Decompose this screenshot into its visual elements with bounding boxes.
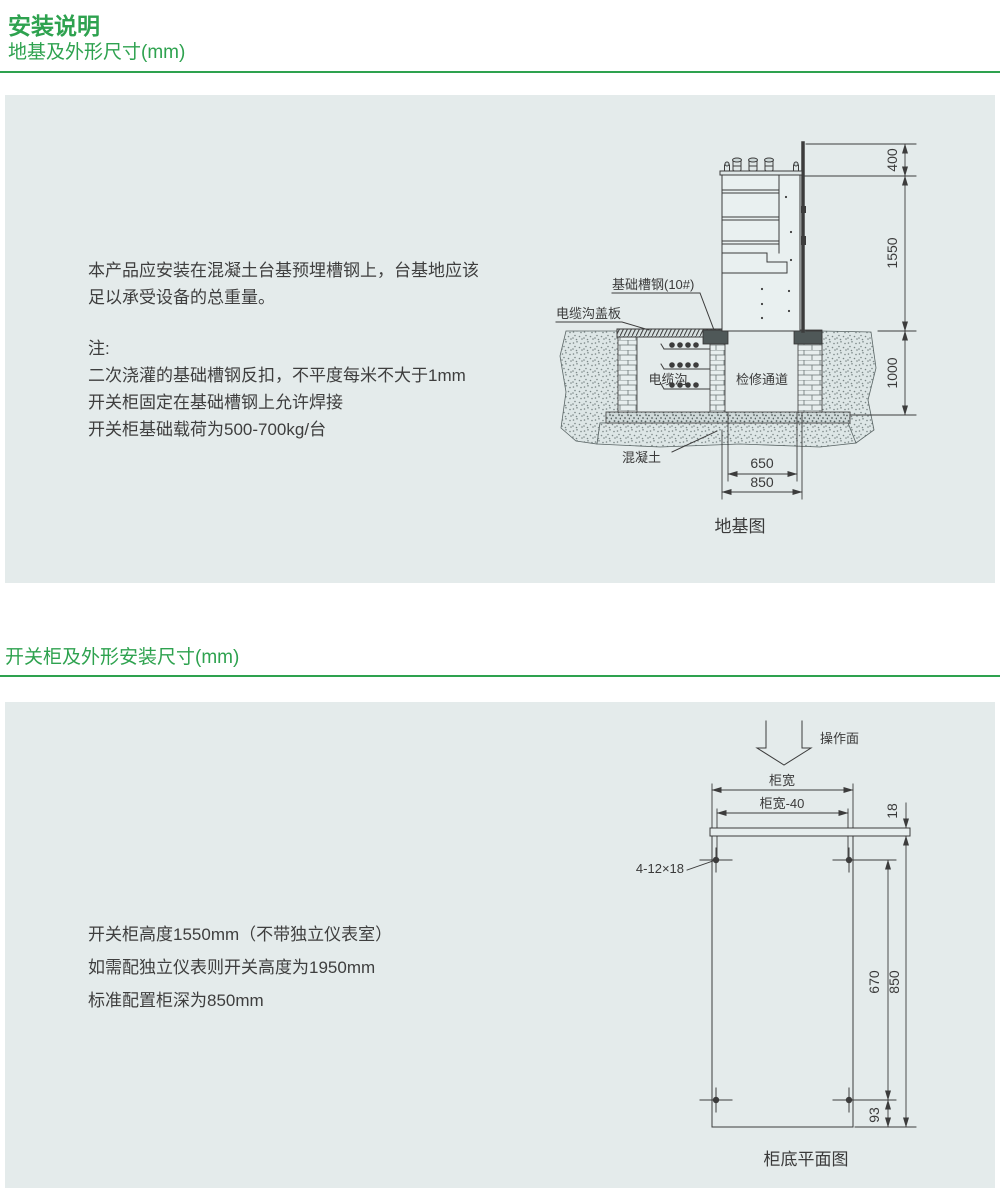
channel-steel-leader	[611, 292, 715, 331]
bushing-insulators	[724, 157, 799, 172]
dim-1550: 1550	[884, 237, 900, 268]
holes-leader	[686, 860, 714, 871]
operating-face-arrow	[755, 720, 813, 766]
concrete-leader	[671, 430, 718, 453]
plan-text-block: 开关柜高度1550mm（不带独立仪表室） 如需配独立仪表则开关高度为1950mm…	[88, 918, 392, 1017]
page-title: 安装说明	[8, 13, 100, 39]
foundation-text-block: 本产品应安装在混凝土台基预埋槽钢上，台基地应该 足以承受设备的总重量。 注: 二…	[88, 257, 479, 443]
section1-subtitle: 地基及外形尺寸(mm)	[8, 42, 186, 63]
label-holes: 4-12×18	[636, 861, 684, 876]
dim-400: 400	[884, 148, 900, 172]
label-cover-plate: 电缆沟盖板	[556, 306, 621, 321]
spec-line: 标准配置柜深为850mm	[88, 991, 264, 1010]
brick-piers	[617, 335, 823, 413]
vertical-dimensions	[801, 143, 917, 416]
plan-panel: 开关柜高度1550mm（不带独立仪表室） 如需配独立仪表则开关高度为1950mm…	[5, 702, 995, 1188]
green-rule-2	[0, 675, 1000, 677]
spec-line: 开关柜高度1550mm（不带独立仪表室）	[88, 925, 393, 944]
label-channel-steel: 基础槽钢(10#)	[612, 277, 694, 292]
dim-18: 18	[884, 803, 900, 819]
label-cabinet-width: 柜宽	[769, 773, 795, 788]
label-operating-face: 操作面	[820, 731, 859, 746]
spec-line: 如需配独立仪表则开关高度为1950mm	[88, 958, 376, 977]
note-label: 注:	[88, 339, 110, 358]
plan-vertical-dimensions	[854, 802, 917, 1128]
label-concrete: 混凝土	[622, 450, 661, 465]
caption-foundation: 地基图	[715, 517, 766, 536]
front-rail	[709, 827, 911, 837]
foundation-diagram: 基础槽钢(10#) 电缆沟盖板 电缆沟 检修通道 混凝土 400 1550 10…	[555, 141, 917, 536]
green-rule-1	[0, 71, 1000, 73]
cable-brackets	[660, 342, 711, 390]
switchgear-cabinet	[719, 157, 806, 332]
label-cable-trench: 电缆沟	[648, 372, 687, 387]
cabinet-bottom-outline	[711, 835, 854, 1128]
paragraph-line: 本产品应安装在混凝土台基预埋槽钢上，台基地应该	[88, 261, 479, 280]
dim-850-plan: 850	[886, 970, 902, 994]
dim-93: 93	[866, 1107, 882, 1123]
caption-plan: 柜底平面图	[764, 1150, 849, 1169]
section2-subtitle: 开关柜及外形安装尺寸(mm)	[5, 647, 240, 668]
plan-diagram: 操作面 柜宽 柜宽-40 4-12×18 18 670 850 93 柜底平面图	[636, 720, 917, 1169]
foundation-panel: 本产品应安装在混凝土台基预埋槽钢上，台基地应该 足以承受设备的总重量。 注: 二…	[5, 95, 995, 583]
channel-steel-blocks	[702, 329, 823, 345]
note-line: 开关柜基础载荷为500-700kg/台	[88, 420, 327, 439]
label-cabinet-width-minus-40: 柜宽-40	[760, 796, 805, 811]
dim-850-foundation: 850	[750, 474, 774, 490]
paragraph-line: 足以承受设备的总重量。	[88, 288, 275, 307]
dim-1000: 1000	[884, 357, 900, 388]
note-line: 二次浇灌的基础槽钢反扣，不平度每米不大于1mm	[88, 366, 466, 385]
label-service-channel: 检修通道	[736, 372, 788, 387]
cover-plate-leader	[555, 321, 650, 331]
note-line: 开关柜固定在基础槽钢上允许焊接	[88, 393, 343, 412]
dim-670: 670	[866, 970, 882, 994]
bottom-dimensions	[721, 412, 803, 500]
dim-650: 650	[750, 455, 774, 471]
mounting-holes	[699, 847, 866, 1113]
